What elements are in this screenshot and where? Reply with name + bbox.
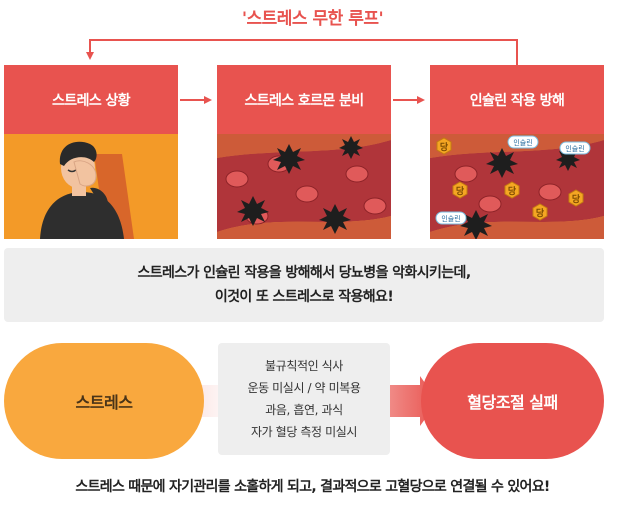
- panel-title: 스트레스 호르몬 분비: [217, 65, 391, 134]
- conclusion-text: 스트레스 때문에 자기관리를 소홀하게 되고, 결과적으로 고혈당으로 연결될 …: [75, 479, 550, 495]
- hormone-burst: [237, 136, 363, 234]
- loop-back-arrow: [86, 39, 518, 65]
- summary-box: 스트레스가 인슐린 작용을 방해해서 당뇨병을 악화시키는데, 이것이 또 스트…: [4, 248, 604, 322]
- blood-vessel-illustration: [217, 134, 391, 239]
- stressed-person-illustration: [4, 134, 178, 239]
- panel-stress-situation: 스트레스 상황: [4, 65, 178, 239]
- svg-text:당: 당: [440, 141, 449, 153]
- cause-item: 과음, 흡연, 과식: [265, 403, 343, 417]
- panel-hormone-secretion: 스트레스 호르몬 분비: [217, 65, 391, 239]
- stress-pill: 스트레스: [4, 343, 204, 459]
- cause-item: 자가 혈당 측정 미실시: [250, 425, 357, 439]
- sugar-molecules: 당 당 당 당 당: [436, 137, 584, 221]
- summary-line-2: 이것이 또 스트레스로 작용해요!: [214, 289, 394, 305]
- loop-title: '스트레스 무한 루프': [241, 9, 384, 29]
- svg-text:인슐린: 인슐린: [513, 138, 532, 147]
- panel-title: 스트레스 상황: [4, 65, 178, 134]
- glucose-control-failure-pill: 혈당조절 실패: [421, 343, 604, 459]
- cause-item: 운동 미실시 / 약 미복용: [247, 381, 361, 395]
- svg-text:인슐린: 인슐린: [565, 144, 584, 153]
- summary-line-1: 스트레스가 인슐린 작용을 방해해서 당뇨병을 악화시키는데,: [137, 265, 471, 281]
- svg-text:당: 당: [572, 193, 581, 205]
- insulin-tags: 인슐린 인슐린 인슐린: [435, 135, 591, 225]
- insulin-blocked-illustration: 당 당 당 당 당 인슐린 인슐린 인슐린: [430, 134, 604, 239]
- cause-item: 불규칙적인 식사: [265, 359, 343, 373]
- svg-text:당: 당: [536, 207, 545, 219]
- svg-text:인슐린: 인슐린: [441, 214, 460, 223]
- svg-text:당: 당: [508, 185, 517, 197]
- panel-insulin-interference: 인슐린 작용 방해 당 당 당 당: [430, 65, 604, 239]
- svg-text:당: 당: [456, 185, 465, 197]
- causes-box: 불규칙적인 식사 운동 미실시 / 약 미복용 과음, 흡연, 과식 자가 혈당…: [218, 343, 390, 455]
- panel-title: 인슐린 작용 방해: [430, 65, 604, 134]
